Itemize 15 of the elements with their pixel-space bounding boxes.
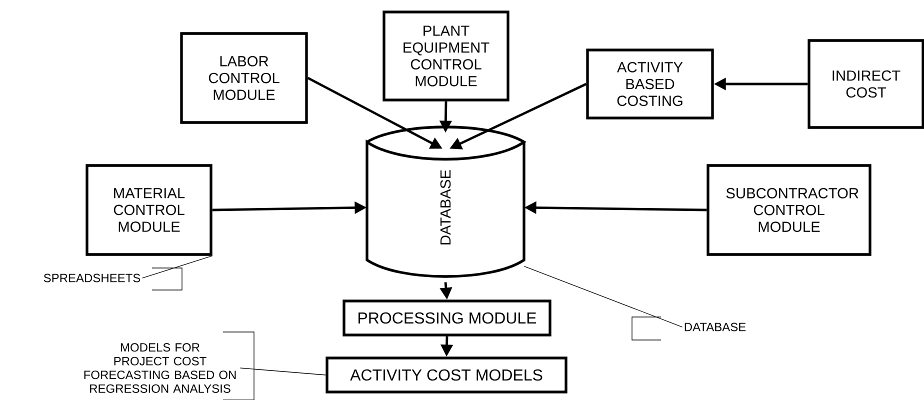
module-box: MATERIAL CONTROL MODULE: [86, 164, 212, 256]
module-box: PROCESSING MODULE: [342, 300, 552, 336]
database-cylinder: DATABASE: [366, 126, 526, 278]
leader-line: [142, 256, 213, 278]
leader-line: [524, 266, 683, 328]
module-box: PLANT EQUIPMENT CONTROL MODULE: [382, 10, 510, 102]
module-box: ACTIVITY BASED COSTING: [586, 48, 714, 120]
callout-text: MODELS FOR PROJECT COST FORECASTING BASED ON REGRESSION ANALYSIS: [84, 343, 236, 393]
leader-line: [240, 368, 326, 376]
module-box: LABOR CONTROL MODULE: [180, 32, 308, 124]
module-box: INDIRECT COST: [808, 39, 924, 129]
callout-text: SPREADSHEETS: [44, 274, 140, 282]
module-box: SUBCONTRACTOR CONTROL MODULE: [706, 164, 872, 256]
callout-text: DATABASE: [684, 322, 746, 332]
module-box: ACTIVITY COST MODELS: [326, 356, 568, 394]
